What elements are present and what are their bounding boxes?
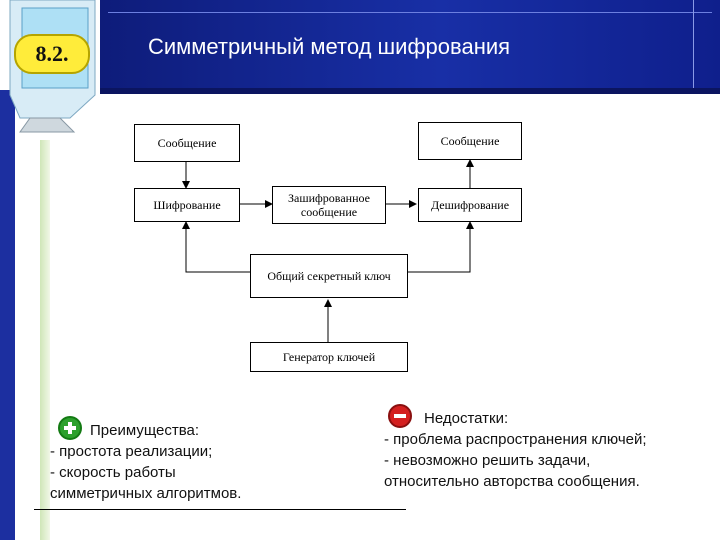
key-generator-box: Генератор ключей [250,342,408,372]
divider-line [34,509,406,510]
message-left-box: Сообщение [134,124,240,162]
sidebar: 8.2. [0,0,100,540]
header-bar [100,0,720,90]
encrypted-message-box: Зашифрованное сообщение [272,186,386,224]
slide-number-badge: 8.2. [14,34,90,74]
sidebar-bar [0,90,15,540]
arrow-key-to-encryption [182,221,250,273]
pros-item: - простота реализации; [50,443,213,460]
slide-header: Симметричный метод шифрования [0,0,720,94]
cons-title: Недостатки: [424,410,509,427]
encryption-box: Шифрование [134,188,240,222]
cons-block: Недостатки: - проблема распространения к… [384,408,714,492]
pros-item: - скорость работы [50,464,176,481]
minus-icon [388,404,412,428]
header-stripe [108,12,712,13]
shared-key-box: Общий секретный ключ [250,254,408,298]
sidebar-accent [40,140,50,540]
plus-icon [58,416,82,440]
pros-item: симметричных алгоритмов. [50,485,242,502]
cons-item: - проблема распространения ключей; [384,431,647,448]
decryption-box: Дешифрование [418,188,522,222]
message-right-box: Сообщение [418,122,522,160]
pros-block: Преимущества: - простота реализации; - с… [50,420,370,504]
header-stripe-vertical [693,0,694,90]
cons-item: относительно авторства сообщения. [384,473,640,490]
pros-title: Преимущества: [90,422,200,439]
header-shadow [100,88,720,94]
cons-item: - невозможно решить задачи, [384,452,591,469]
slide-title: Симметричный метод шифрования [148,34,511,59]
arrow-key-to-decryption [408,221,474,273]
